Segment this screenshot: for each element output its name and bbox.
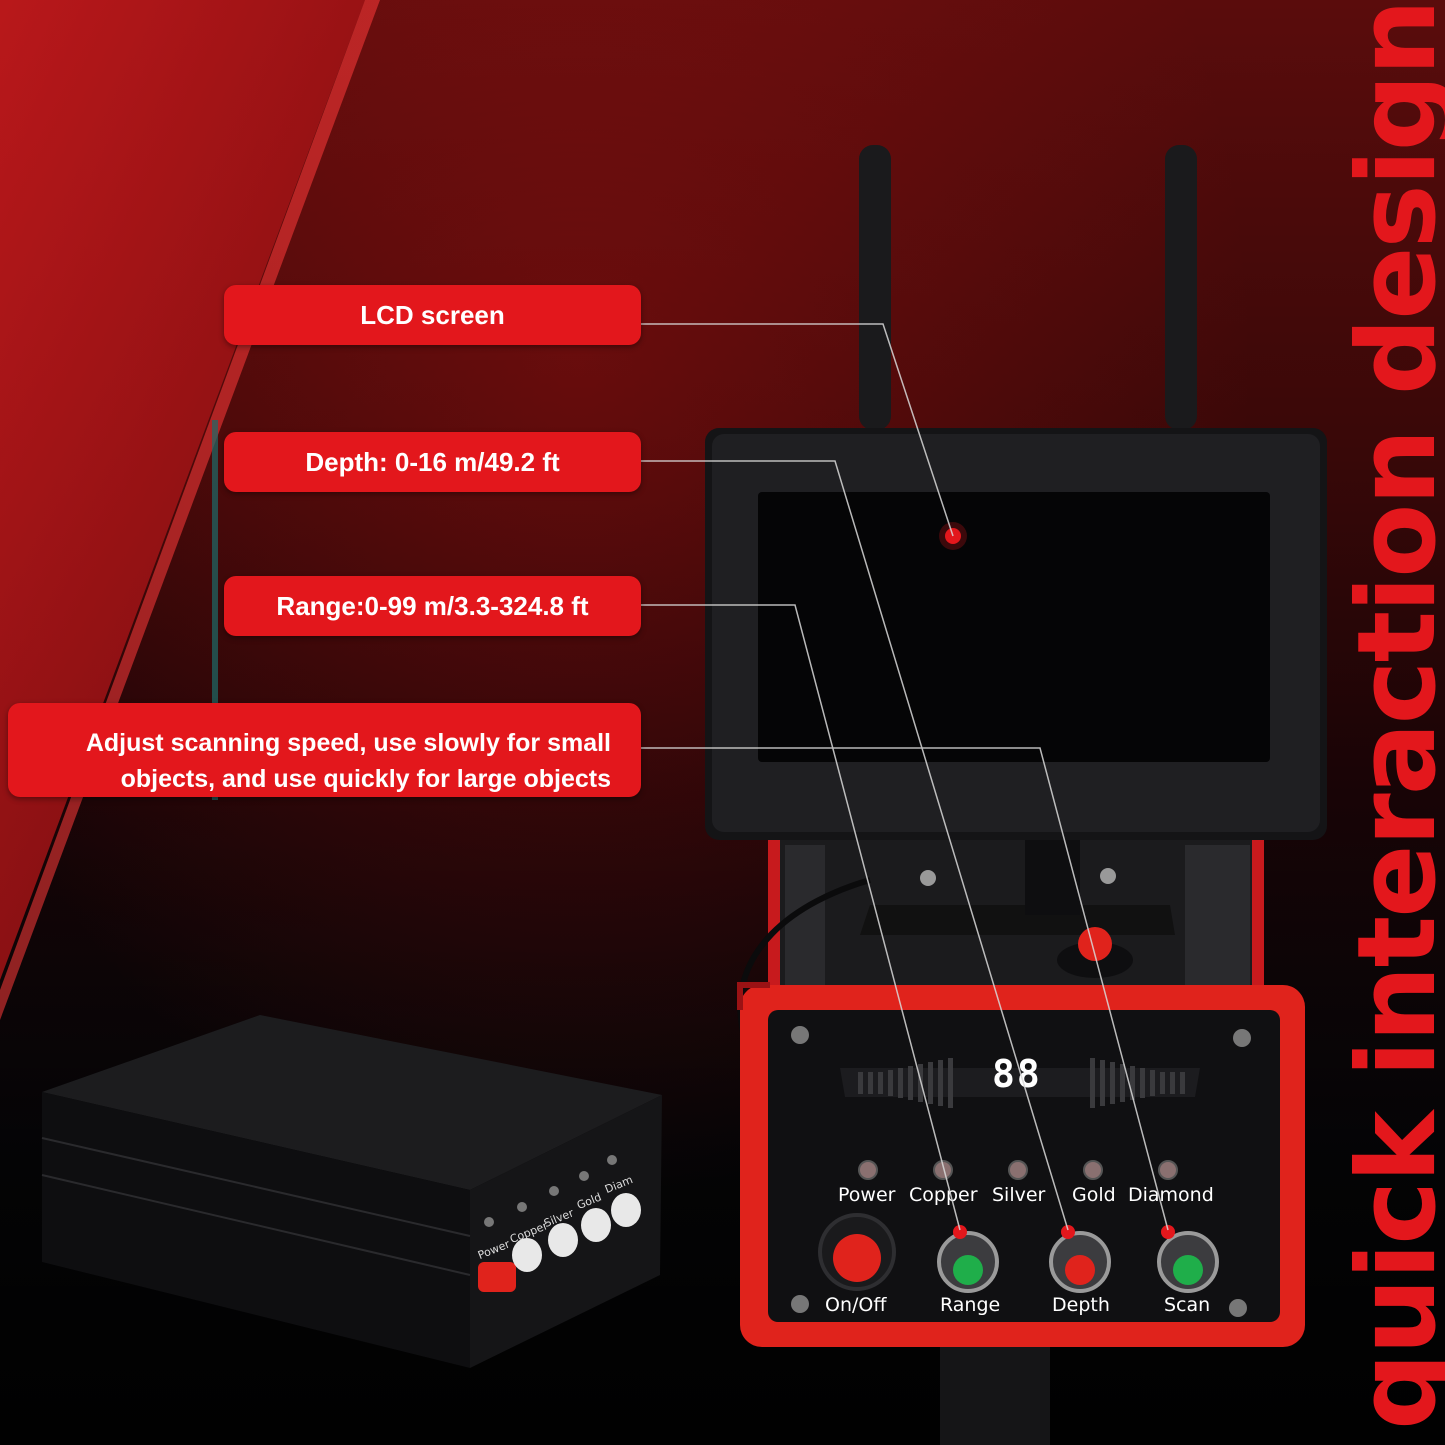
button-label-scan: Scan	[1164, 1294, 1211, 1316]
indicator-label-diamond: Diamond	[1128, 1184, 1214, 1206]
receiver-box	[41, 1015, 662, 1368]
callout-scan-speed-line2: objects, and use quickly for large objec…	[120, 765, 611, 793]
indicator-leds	[858, 1160, 1178, 1180]
callout-scan-speed-line1: Adjust scanning speed, use slowly for sm…	[85, 729, 611, 757]
button-label-depth: Depth	[1052, 1294, 1110, 1316]
indicator-label-silver: Silver	[992, 1184, 1046, 1206]
indicator-label-gold: Gold	[1072, 1184, 1116, 1206]
callout-depth: Depth: 0-16 m/49.2 ft	[224, 432, 641, 492]
left-antenna	[859, 145, 891, 430]
vertical-title: quick interaction design	[1335, 1, 1445, 1430]
right-antenna	[1165, 145, 1197, 430]
indicator-label-power: Power	[838, 1184, 896, 1206]
button-label-range: Range	[940, 1294, 1001, 1316]
callout-scan-speed: Adjust scanning speed, use slowly for sm…	[8, 703, 641, 797]
callout-range: Range:0-99 m/3.3-324.8 ft	[224, 576, 641, 636]
button-label-onoff: On/Off	[825, 1294, 887, 1316]
indicator-label-copper: Copper	[909, 1184, 978, 1206]
lcd-screen	[758, 492, 1270, 762]
callout-lcd-screen: LCD screen	[224, 285, 641, 345]
